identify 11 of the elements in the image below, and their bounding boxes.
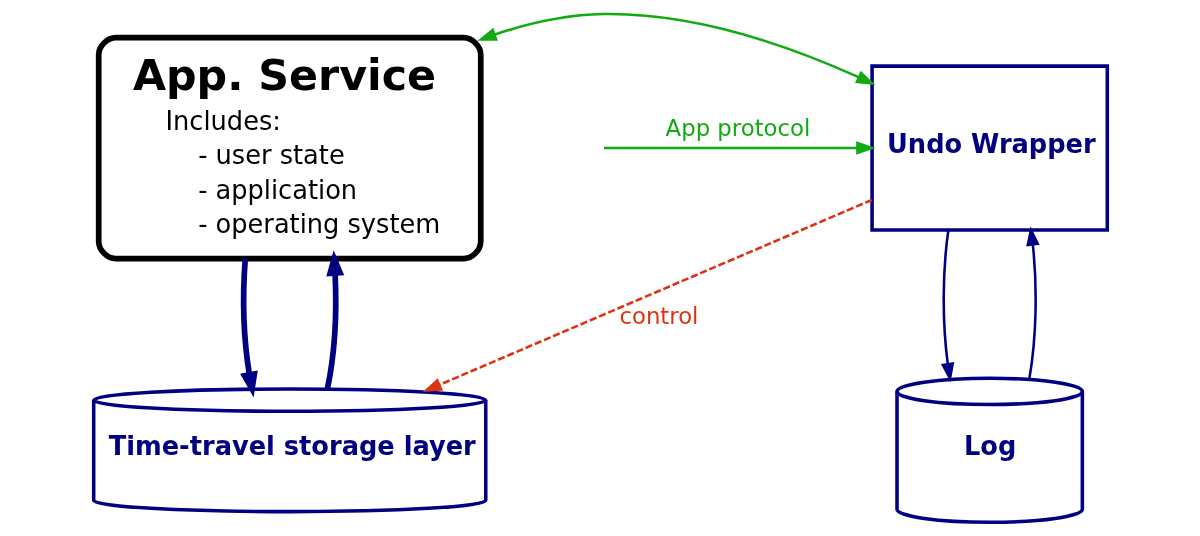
arrow [1025, 226, 1040, 379]
arrow [476, 12, 875, 85]
arrow [940, 229, 954, 383]
arrow [239, 258, 258, 398]
arrow [422, 198, 872, 393]
edge-label: App protocol [665, 115, 810, 142]
edge-label: control [618, 302, 698, 329]
node-box: Undo Wrapper [869, 64, 1109, 232]
node-box: App. Service Includes: - user state - application - operating system [95, 34, 484, 262]
arrow [603, 141, 876, 155]
arrow [324, 250, 344, 390]
